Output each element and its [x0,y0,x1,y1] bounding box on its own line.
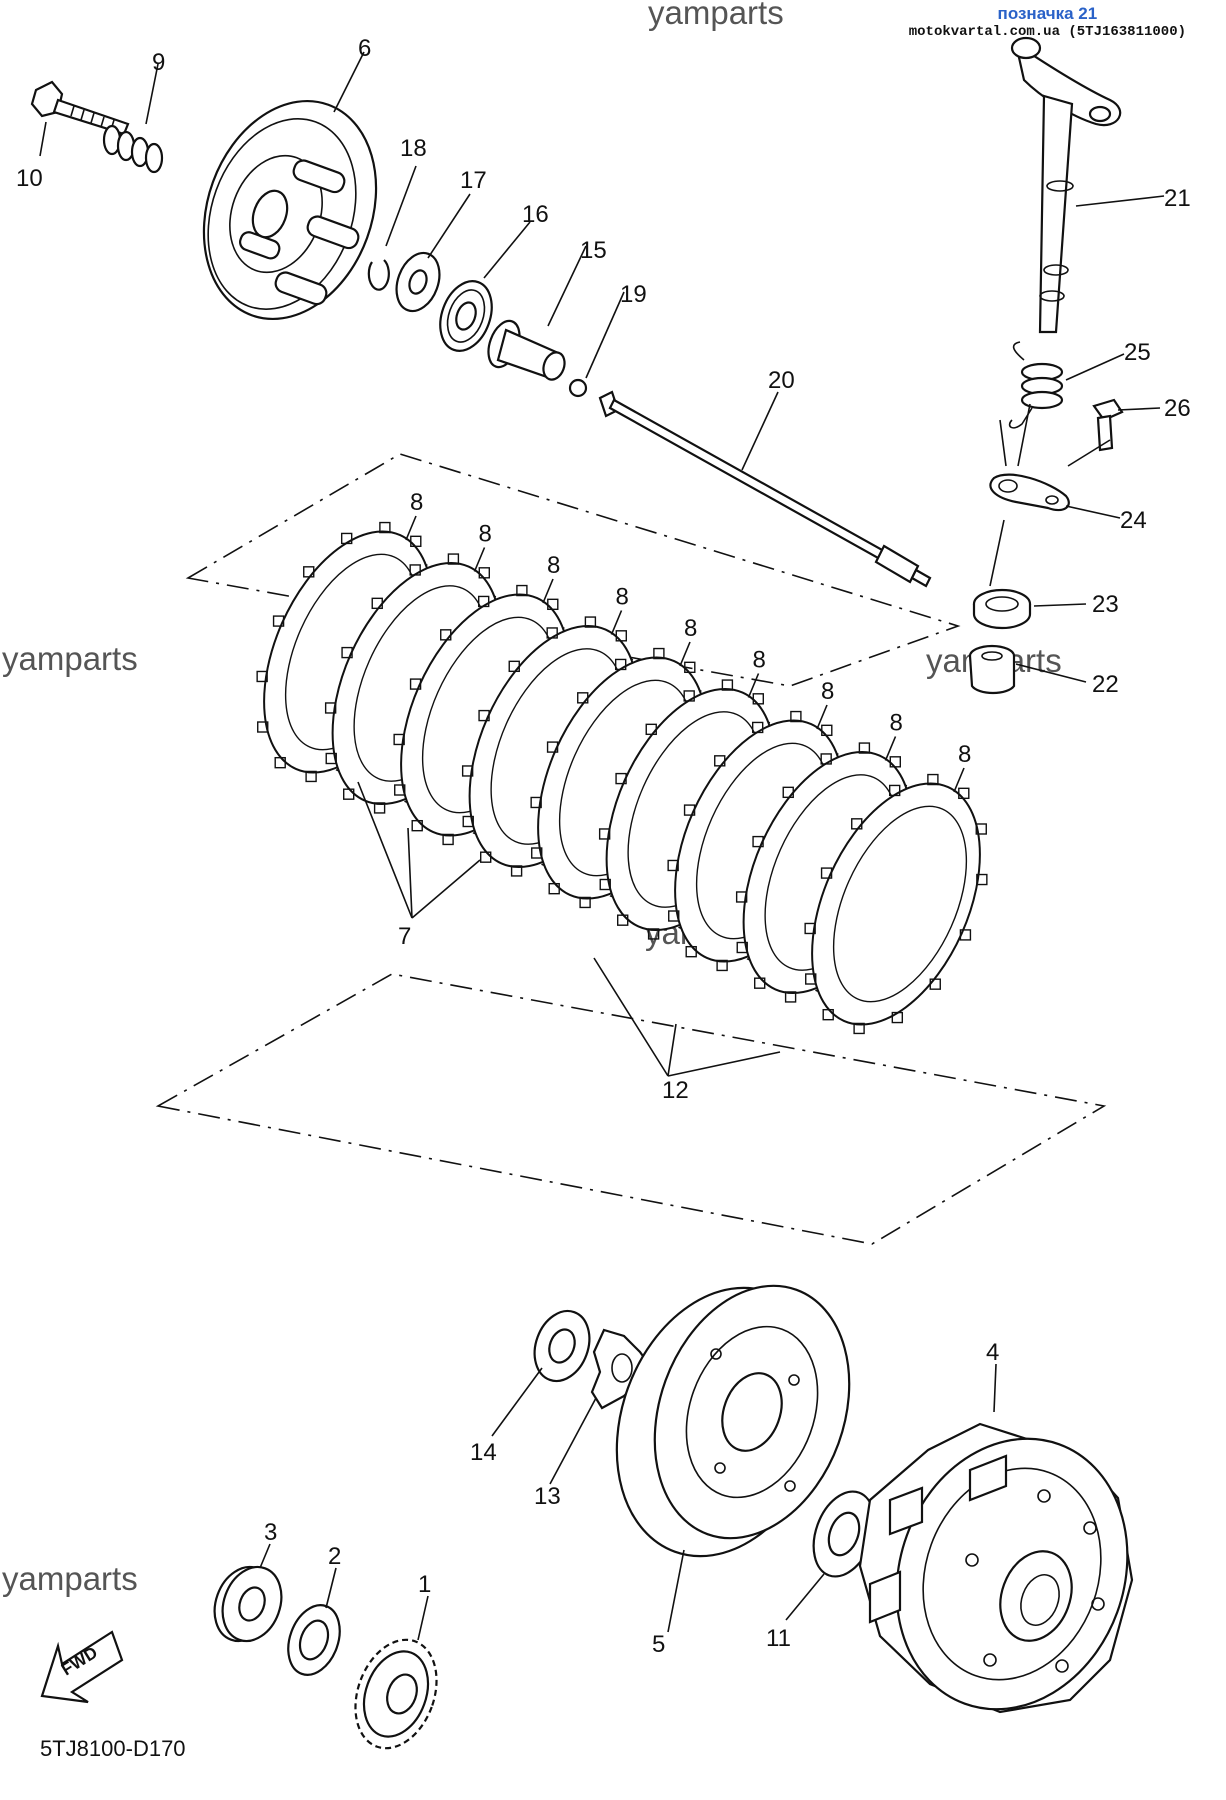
callout-8: 8 [890,710,903,737]
callout-8: 8 [821,678,834,705]
callout-15: 15 [580,237,607,264]
part-5-clutch-boss[interactable] [581,1258,883,1586]
callout-5: 5 [652,1631,665,1658]
callout-24: 24 [1120,507,1147,534]
friction-stack-outline-bottom [155,973,1107,1245]
diagram-code: 5TJ8100-D170 [40,1736,186,1761]
part-6-pressure-plate[interactable] [175,77,406,344]
stamp-site: motokvartal.com.ua (5TJ163811000) [908,24,1186,40]
part-1-primary-gear[interactable] [341,1628,451,1759]
part-17-washer[interactable] [389,247,447,317]
part-18-circlip[interactable] [367,259,390,291]
callout-17: 17 [460,167,487,194]
callout-8: 8 [958,741,971,768]
part-16-thrust-bearing[interactable] [431,274,501,358]
leader-8 [747,673,760,698]
part-9-spring[interactable] [102,124,164,174]
clutch-plate-stack: 8 8 8 8 8 8 8 8 8 [256,489,1014,1050]
part-23-oil-seal[interactable] [972,588,1032,630]
part-20-push-rod[interactable] [598,390,932,588]
callout-6: 6 [358,35,371,62]
callout-13: 13 [534,1483,561,1510]
watermark-left: yamparts [2,640,138,677]
part-2-washer[interactable] [279,1598,349,1682]
part-4-clutch-housing[interactable] [858,1406,1165,1742]
callout-8: 8 [410,489,423,516]
callout-18: 18 [400,135,427,162]
part-25-return-spring[interactable] [1008,341,1064,429]
callout-19: 19 [620,281,647,308]
callout-20: 20 [768,367,795,394]
callout-25: 25 [1124,339,1151,366]
watermark-top: yamparts [648,0,784,31]
callout-11: 11 [766,1625,791,1652]
part-13-lock-washer[interactable] [590,1328,652,1410]
callout-10: 10 [16,165,43,192]
callout-7: 7 [398,923,411,950]
leader-8 [884,736,897,761]
part-19-ball[interactable] [568,378,588,398]
callout-14: 14 [470,1439,497,1466]
callout-8: 8 [616,584,629,611]
leader-8 [542,578,554,604]
leader-8 [473,547,486,572]
part-24-retaining-plate[interactable] [989,473,1070,512]
watermark-bottom-left: yamparts [2,1560,138,1597]
part-26-bolt[interactable] [1092,398,1124,452]
callout-12: 12 [662,1077,689,1104]
source-stamp: позначка 21 motokvartal.com.ua (5TJ16381… [909,4,1186,40]
part-22-bush[interactable] [968,644,1016,695]
callout-8: 8 [547,552,560,579]
callout-8: 8 [479,521,492,548]
part-14-collar[interactable] [525,1303,598,1388]
callout-26: 26 [1164,395,1191,422]
part-21-push-lever-shaft[interactable] [1010,36,1122,334]
stamp-title[interactable]: позначка 21 [997,4,1098,23]
friction-stack-outline-top [185,453,961,687]
callout-9: 9 [152,49,165,76]
friction-plate[interactable] [778,758,1014,1050]
callout-1: 1 [418,1571,431,1598]
leader-lines [39,51,1165,1641]
callout-4: 4 [986,1339,999,1366]
callout-8: 8 [753,647,766,674]
leader-8 [610,610,623,635]
leader-8 [679,641,691,667]
part-15-push-piece[interactable] [483,317,569,383]
leader-8 [953,767,965,793]
leader-8 [405,515,417,541]
callout-8: 8 [684,615,697,642]
callout-22: 22 [1092,671,1119,698]
callout-3: 3 [264,1519,277,1546]
leader-8 [816,704,828,730]
callout-labels: 10 9 6 18 17 16 15 19 20 21 25 26 24 23 … [16,35,1191,1658]
part-3-nut[interactable] [205,1559,292,1650]
part-11-thrust-washer[interactable] [803,1483,886,1585]
fwd-arrow-icon: FWD [40,1630,124,1704]
callout-23: 23 [1092,591,1119,618]
callout-16: 16 [522,201,549,228]
callout-2: 2 [328,1543,341,1570]
callout-21: 21 [1164,185,1191,212]
